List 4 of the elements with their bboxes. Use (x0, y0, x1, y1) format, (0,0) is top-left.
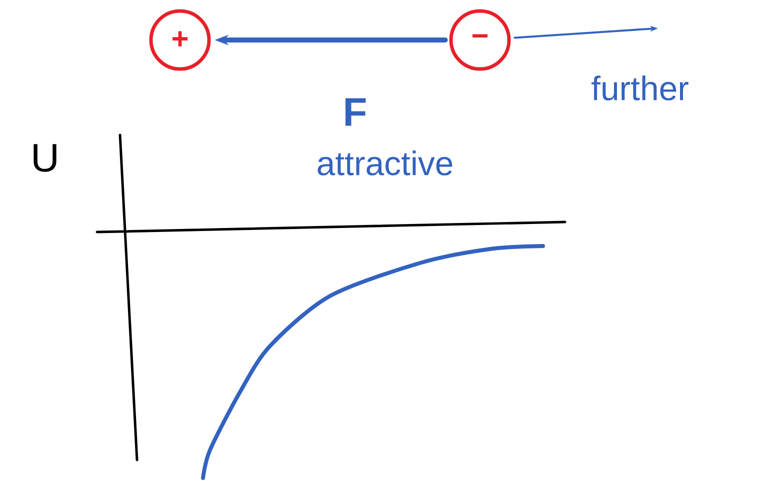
text-label: attractive (318, 150, 452, 176)
edge-label: further (592, 76, 688, 100)
text-label: U (34, 144, 56, 172)
edge-label: F (346, 98, 366, 126)
